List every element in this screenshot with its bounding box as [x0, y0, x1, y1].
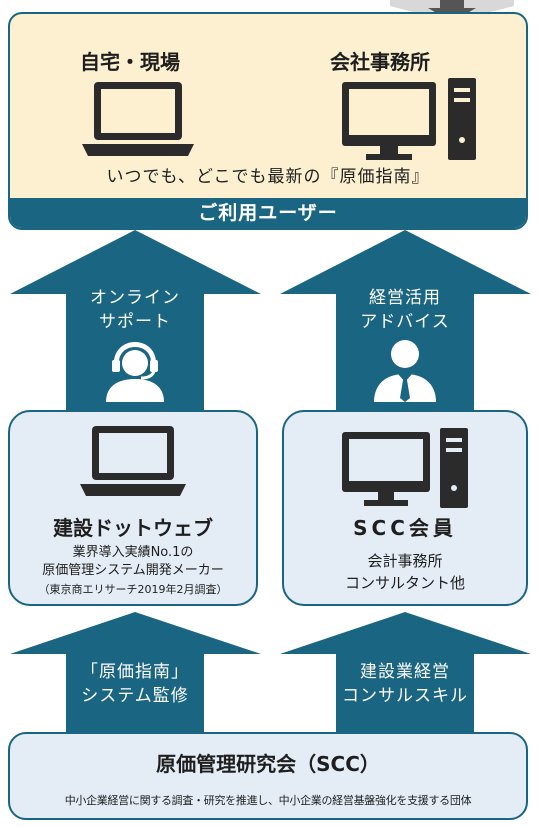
scc-panel: 原価管理研究会（SCC） 中小企業経営に関する調査・研究を推進し、中小企業の経営… [8, 732, 528, 820]
desktop-computer-icon [342, 428, 468, 508]
scc-member-desc2: コンサルタント他 [344, 574, 465, 592]
scc-title: 原価管理研究会（SCC） [156, 752, 380, 776]
desktop-computer-icon [342, 78, 476, 160]
kensetsu-title: 建設ドットウェブ [53, 516, 213, 540]
kensetsu-panel: 建設ドットウェブ 業界導入実績No.1の 原価管理システム開発メーカー （東京商… [8, 410, 258, 606]
users-box: 自宅・現場 会社事務所 いつでも、どこでも最新の『原価指南』 ご利用ユーザー [8, 12, 528, 230]
advice-label: 経営活用 アドバイス [360, 288, 450, 332]
kensetsu-note: （東京商エリサーチ2019年2月調査） [38, 583, 228, 596]
laptop-icon [82, 82, 194, 156]
scc-desc: 中小企業経営に関する調査・研究を推進し、中小企業の経営基盤強化を支援する団体 [64, 794, 472, 807]
kensetsu-desc1: 業界導入実績No.1の [72, 545, 194, 560]
office-label: 会社事務所 [330, 50, 430, 74]
laptop-icon [80, 426, 186, 496]
scc-member-title: SCC会員 [353, 516, 457, 540]
advice-arrow [280, 230, 531, 410]
system-supervision-arrow [10, 612, 261, 734]
online-support-label: オンライン サポート [90, 288, 180, 332]
businessman-icon [374, 340, 436, 402]
headset-operator-icon [106, 342, 164, 402]
scc-member-desc1: 会計事務所 [367, 552, 443, 570]
consulting-skill-label: 建設業経営 コンサルスキル [342, 662, 468, 706]
tagline: いつでも、どこでも最新の『原価指南』 [106, 167, 430, 187]
users-bar: ご利用ユーザー [10, 198, 526, 228]
scc-member-panel: SCC会員 会計事務所 コンサルタント他 [282, 410, 528, 606]
kensetsu-desc2: 原価管理システム開発メーカー [42, 563, 224, 578]
consulting-skill-arrow [280, 612, 531, 734]
system-supervision-label: 「原価指南」 システム監修 [81, 662, 189, 706]
home-site-label: 自宅・現場 [80, 50, 180, 74]
online-support-arrow [10, 230, 261, 410]
top-down-arrow [390, 0, 514, 22]
